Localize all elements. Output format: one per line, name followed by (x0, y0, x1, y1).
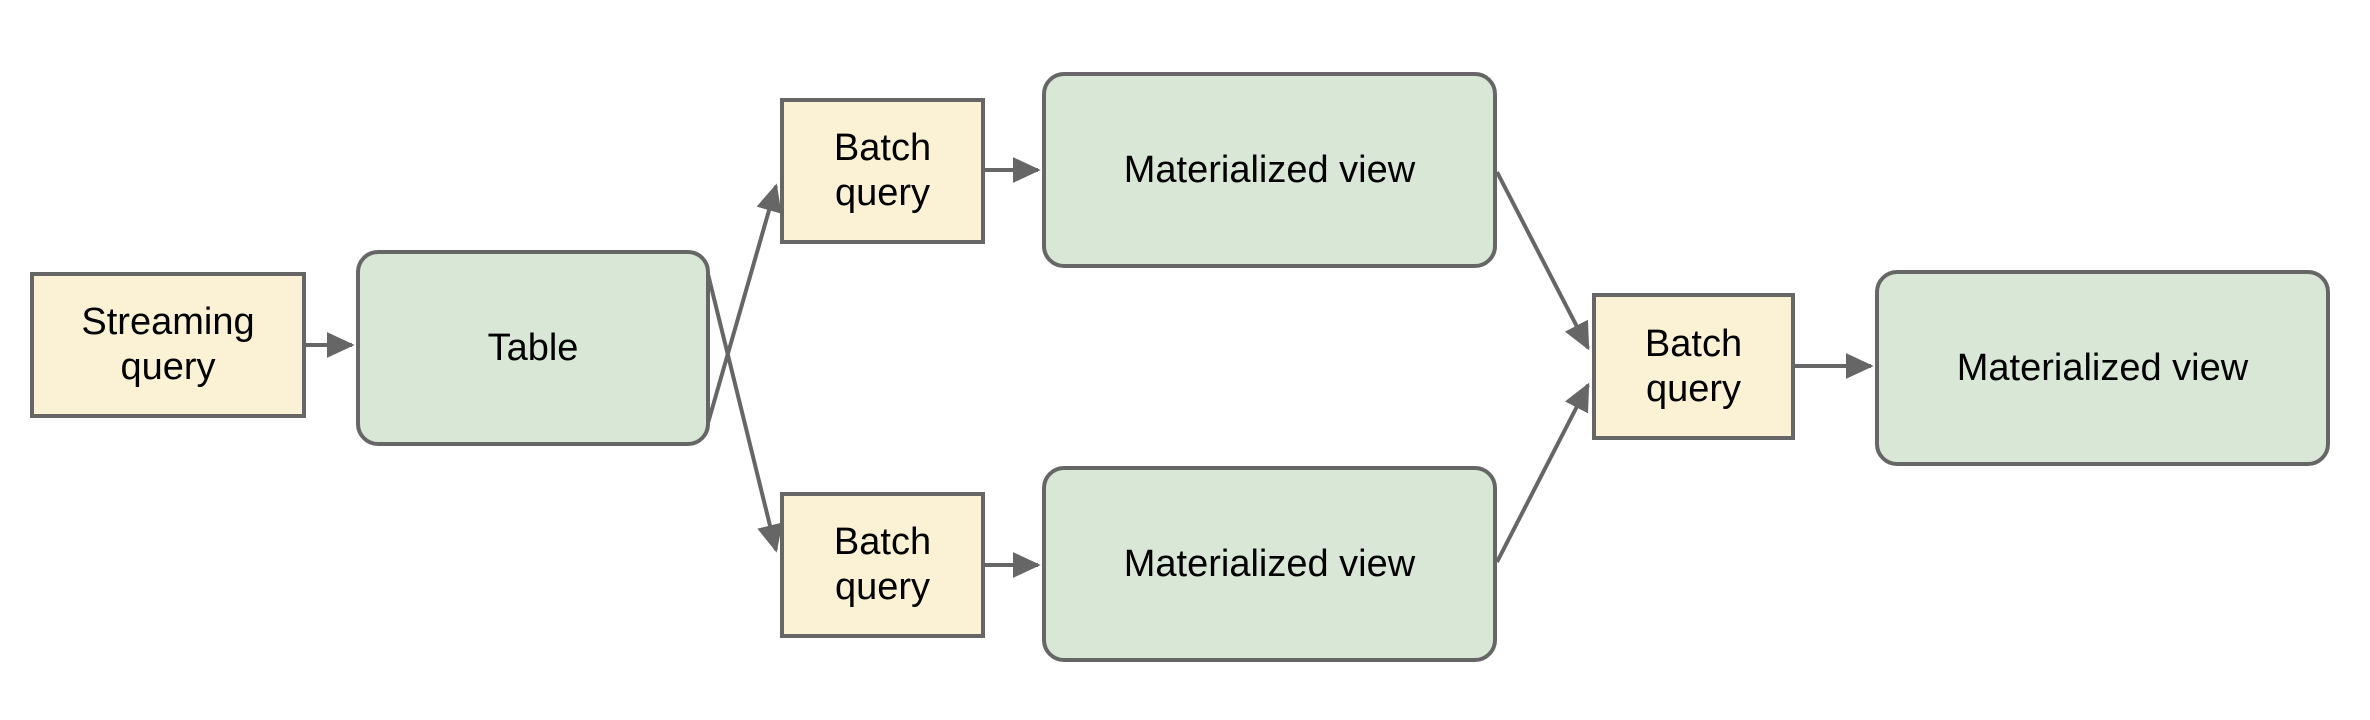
node-batch-query-merge-label: Batch query (1644, 322, 1743, 410)
node-materialized-view-final[interactable]: Materialized view (1875, 270, 2330, 466)
node-materialized-view-top-label: Materialized view (1123, 148, 1416, 191)
node-streaming-query-label: Streaming query (81, 301, 255, 388)
edge-table-to-batch-bottom (704, 265, 783, 553)
node-materialized-view-bottom[interactable]: Materialized view (1042, 466, 1497, 662)
node-batch-query-merge[interactable]: Batch query (1592, 293, 1795, 440)
node-materialized-view-bottom-label: Materialized view (1123, 542, 1416, 585)
node-batch-query-top-label: Batch query (833, 127, 932, 214)
node-table-label: Table (487, 326, 579, 369)
edge-mv-bottom-to-batch-merge (1495, 382, 1590, 563)
node-materialized-view-top[interactable]: Materialized view (1042, 72, 1497, 268)
node-batch-query-bottom-label: Batch query (833, 521, 932, 608)
node-materialized-view-final-label: Materialized view (1956, 346, 2249, 389)
node-batch-query-bottom[interactable]: Batch query (780, 492, 985, 638)
edge-mv-top-to-batch-merge (1495, 171, 1590, 351)
node-table[interactable]: Table (356, 250, 710, 446)
node-streaming-query[interactable]: Streaming query (30, 272, 306, 418)
edge-table-to-batch-top (704, 183, 782, 431)
node-batch-query-top[interactable]: Batch query (780, 98, 985, 244)
